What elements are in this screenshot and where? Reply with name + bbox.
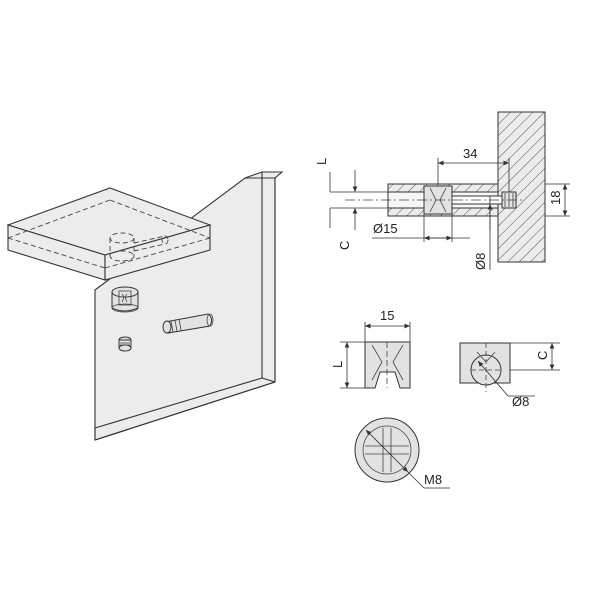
dim-c-side-label: C	[535, 351, 550, 360]
front-view-housing: 15 L	[330, 308, 411, 389]
exploded-bolt	[162, 313, 214, 334]
horizontal-shelf	[6, 187, 212, 281]
vertical-panel	[94, 171, 284, 441]
side-view-housing: C Ø8	[459, 342, 560, 409]
exploded-cam-housing	[111, 286, 139, 313]
dim-l-side-label: L	[330, 361, 345, 368]
section-view: 34 18 L C Ø15 Ø8	[314, 111, 570, 270]
dim-l-top-label: L	[314, 158, 329, 165]
top-view-housing: M8	[354, 417, 450, 489]
dim-18-label: 18	[548, 191, 563, 205]
dim-15-label: 15	[380, 308, 394, 323]
dim-34-label: 34	[463, 146, 477, 161]
dim-d8-top-label: Ø8	[473, 253, 488, 270]
isometric-assembly-view	[6, 171, 284, 441]
dim-m8-label: M8	[424, 472, 442, 487]
dim-d8-side-label: Ø8	[512, 394, 529, 409]
dim-c-top-label: C	[337, 241, 352, 250]
dim-d15-label: Ø15	[373, 221, 398, 236]
grub-screw	[118, 336, 132, 352]
section-wall	[497, 111, 546, 263]
